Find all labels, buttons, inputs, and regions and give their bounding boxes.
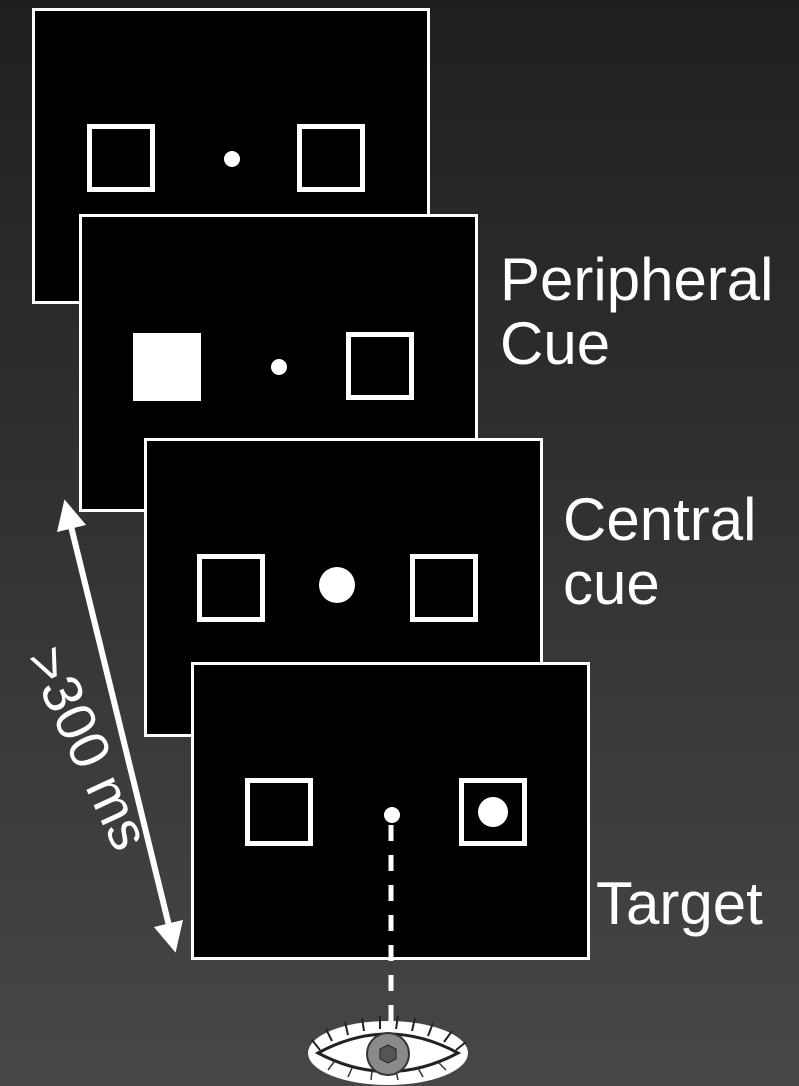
left-placeholder-box — [197, 554, 265, 622]
eye-icon — [308, 1015, 468, 1085]
target-frame — [191, 662, 590, 960]
target-label: Target — [596, 870, 763, 937]
fixation-point — [224, 151, 240, 167]
left-placeholder-box — [245, 778, 313, 846]
left-placeholder-box — [87, 124, 155, 192]
right-placeholder-box — [410, 554, 478, 622]
target-dot — [478, 797, 508, 827]
peripheral-cue-label: Peripheral Cue — [500, 246, 774, 377]
fixation-point — [384, 807, 400, 823]
fixation-point — [271, 359, 287, 375]
central-cue-label: Central cue — [563, 486, 757, 617]
right-placeholder-box — [297, 124, 365, 192]
cued-filled-box — [133, 333, 201, 401]
enlarged-fixation-cue — [319, 567, 355, 603]
double-arrow-icon — [57, 499, 183, 953]
uncued-box — [346, 332, 414, 400]
target-box — [459, 778, 527, 846]
